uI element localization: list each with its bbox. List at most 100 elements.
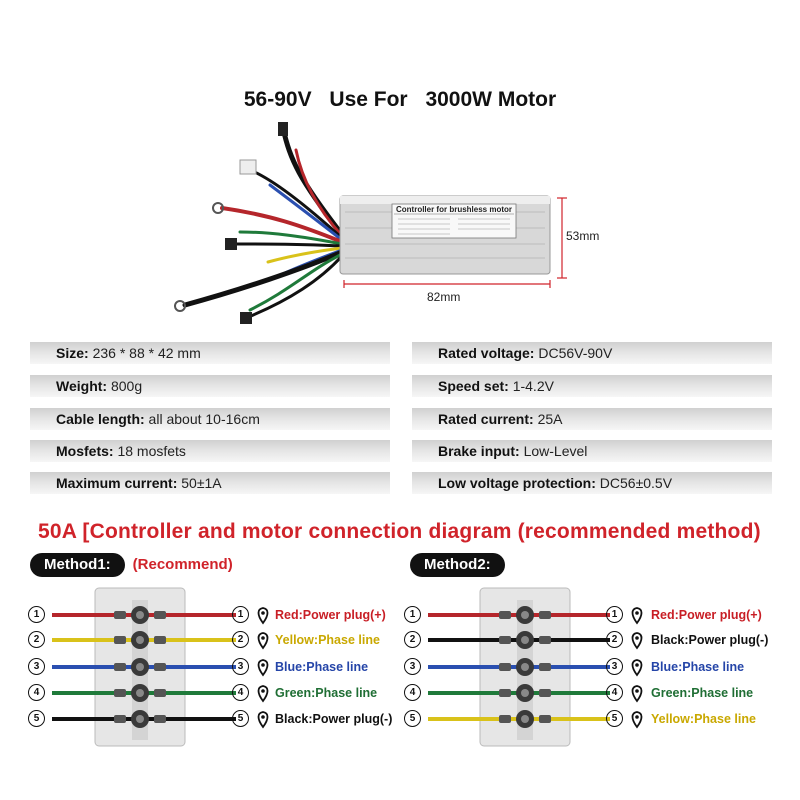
method2-pin-icon-1 <box>631 607 643 625</box>
method2-pin-dot-5 <box>635 715 639 719</box>
method2-screw-center-2 <box>521 636 529 644</box>
method2-lug-right-3 <box>539 663 551 671</box>
method2-screw-center-5 <box>521 715 529 723</box>
method2-header: Method2: <box>410 553 505 577</box>
method1-wire-label-5: Black:Power plug(-) <box>275 712 393 726</box>
spec-rated-voltage: Rated voltage: DC56V-90V <box>412 342 772 364</box>
method2-label: Method2: <box>410 553 505 577</box>
spec-brake-input: Brake input: Low-Level <box>412 440 772 462</box>
spec-cable-length: Cable length: all about 10-16cm <box>30 408 390 430</box>
method1-lug-right-2 <box>154 636 166 644</box>
method2-right-number-3: 3 <box>606 658 623 675</box>
method1-lug-right-3 <box>154 663 166 671</box>
use-for-text: Use For <box>329 88 408 111</box>
method2-pin-dot-3 <box>635 663 639 667</box>
method2-wire-label-1: Red:Power plug(+) <box>651 608 762 622</box>
method1-right-number-4: 4 <box>232 684 249 701</box>
method2-lug-right-4 <box>539 689 551 697</box>
method1-label: Method1: <box>30 553 125 577</box>
dimension-width: 82mm <box>427 290 461 304</box>
method1-left-number-3: 3 <box>28 658 45 675</box>
method2-screw-center-3 <box>521 663 529 671</box>
method1-header: Method1: (Recommend) <box>30 553 233 577</box>
spec-weight: Weight: 800g <box>30 375 390 397</box>
method2-pin-icon-2 <box>631 632 643 650</box>
method1-recommend: (Recommend) <box>132 556 233 573</box>
method2-screw-center-1 <box>521 611 529 619</box>
method2-right-number-5: 5 <box>606 710 623 727</box>
controller-cables <box>182 125 345 320</box>
method1-left-number-1: 1 <box>28 606 45 623</box>
spec-speed-set: Speed set: 1-4.2V <box>412 375 772 397</box>
method1-left-number-5: 5 <box>28 710 45 727</box>
page-title: 56-90V Use For 3000W Motor <box>0 88 800 112</box>
controller-body <box>339 195 551 275</box>
method1-lug-right-4 <box>154 689 166 697</box>
method1-screw-center-5 <box>136 715 144 723</box>
method2-lug-right-1 <box>539 611 551 619</box>
spec-low-voltage-protection: Low voltage protection: DC56±0.5V <box>412 472 772 494</box>
method2-lug-left-4 <box>499 689 511 697</box>
dimension-lines <box>343 197 567 288</box>
method2-right-number-1: 1 <box>606 606 623 623</box>
motor-power: 3000W Motor <box>425 88 557 111</box>
method1-right-number-1: 1 <box>232 606 249 623</box>
method2-lug-left-1 <box>499 611 511 619</box>
method2-left-number-5: 5 <box>404 710 421 727</box>
method1-pin-dot-2 <box>261 636 265 640</box>
dimension-height: 53mm <box>566 229 600 243</box>
method1-right-number-2: 2 <box>232 631 249 648</box>
connection-diagram-title: 50A [Controller and motor connection dia… <box>38 520 761 543</box>
method2-pin-dot-1 <box>635 611 639 615</box>
method2-lug-left-5 <box>499 715 511 723</box>
method1-screw-center-4 <box>136 689 144 697</box>
method2-screw-center-4 <box>521 689 529 697</box>
method1-left-number-2: 2 <box>28 631 45 648</box>
method2-lug-left-2 <box>499 636 511 644</box>
method2-left-number-2: 2 <box>404 631 421 648</box>
method2-wire-label-2: Black:Power plug(-) <box>651 633 769 647</box>
voltage-range: 56-90V <box>243 88 312 111</box>
method1-pin-icon-2 <box>257 632 269 650</box>
method2-left-number-1: 1 <box>404 606 421 623</box>
method1-lug-left-2 <box>114 636 126 644</box>
method2-right-number-2: 2 <box>606 631 623 648</box>
method2-right-number-4: 4 <box>606 684 623 701</box>
method1-pin-dot-3 <box>261 663 265 667</box>
method1-lug-left-3 <box>114 663 126 671</box>
spec-rated-current: Rated current: 25A <box>412 408 772 430</box>
method1-wire-label-4: Green:Phase line <box>275 686 378 700</box>
method2-lug-left-3 <box>499 663 511 671</box>
method1-pin-dot-5 <box>261 715 265 719</box>
controller-label-title: Controller for brushless motor <box>395 205 512 214</box>
spec-mosfets: Mosfets: 18 mosfets <box>30 440 390 462</box>
method1-pin-icon-4 <box>257 685 269 703</box>
method1-lug-right-5 <box>154 715 166 723</box>
method1-right-number-5: 5 <box>232 710 249 727</box>
spec-max-current: Maximum current: 50±1A <box>30 472 390 494</box>
method1-wire-label-2: Yellow:Phase line <box>275 633 380 647</box>
method1-pin-icon-1 <box>257 607 269 625</box>
method1-wire-label-3: Blue:Phase line <box>275 660 369 674</box>
method1-wire-label-1: Red:Power plug(+) <box>275 608 386 622</box>
method1-lug-right-1 <box>154 611 166 619</box>
method1-screw-center-1 <box>136 611 144 619</box>
spec-size: Size: 236 * 88 * 42 mm <box>30 342 390 364</box>
method1-lug-left-1 <box>114 611 126 619</box>
method2-wire-label-5: Yellow:Phase line <box>651 712 756 726</box>
method2-lug-right-5 <box>539 715 551 723</box>
method1-pin-dot-1 <box>261 611 265 615</box>
method1-right-number-3: 3 <box>232 658 249 675</box>
method2-left-number-3: 3 <box>404 658 421 675</box>
method1-screw-center-3 <box>136 663 144 671</box>
method1-lug-left-4 <box>114 689 126 697</box>
method2-lug-right-2 <box>539 636 551 644</box>
method1-pin-icon-5 <box>257 711 269 729</box>
method1-screw-center-2 <box>136 636 144 644</box>
method2-pin-dot-2 <box>635 636 639 640</box>
method2-pin-icon-4 <box>631 685 643 703</box>
method1-pin-icon-3 <box>257 659 269 677</box>
method2-pin-dot-4 <box>635 689 639 693</box>
